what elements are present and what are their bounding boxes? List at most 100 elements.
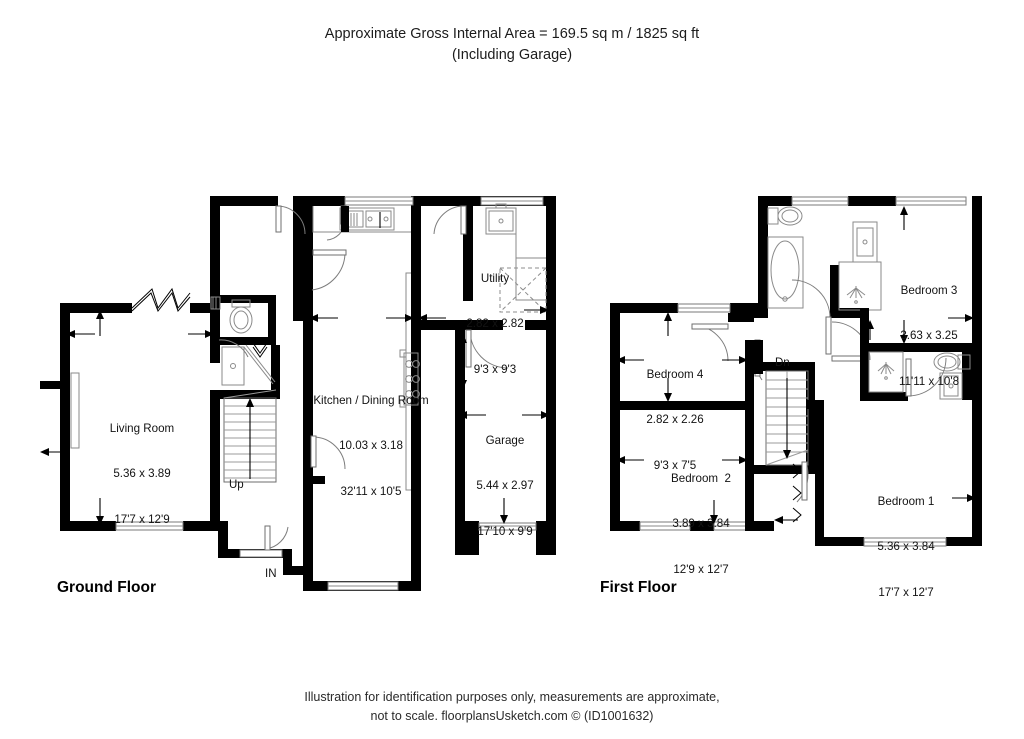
wall-bed4-right	[745, 340, 754, 402]
room-name-garage: Garage	[485, 433, 525, 447]
door-swing-hall-2	[252, 346, 268, 358]
room-imperial-bedroom-4: 9'3 x 7'5	[653, 459, 697, 473]
wall-bathroom-top-a	[758, 196, 792, 206]
room-imperial-bedroom-3: 11'11 x 10'8	[898, 375, 960, 389]
door-bedroom4	[691, 323, 729, 362]
wall-bed1-left	[815, 400, 824, 546]
wall-utility-bottom-b	[525, 320, 556, 330]
room-name-kitchen-dining: Kitchen / Dining Room	[313, 393, 429, 407]
room-metric-bedroom-3: 3.63 x 3.25	[900, 329, 958, 343]
fixture-bathroom-basin	[852, 221, 878, 263]
wall-kitchen-right-lower	[411, 326, 421, 591]
plan-title-line2: (Including Garage)	[451, 47, 573, 64]
wall-ff-bot-b	[690, 521, 714, 531]
room-label-garage: Garage 5.44 x 2.97 17'10 x 9'9	[445, 402, 565, 570]
wall-utility-left	[463, 196, 473, 301]
window-bedroom1-bottom	[863, 537, 947, 547]
bifold-doors-living	[131, 287, 191, 313]
wall-bathroom-nib	[862, 196, 872, 206]
room-metric-utility: 2.82 x 2.82	[466, 317, 524, 331]
window-bathroom-top	[791, 196, 849, 206]
wall-ff-top-left	[610, 303, 678, 313]
wall-kitchen-left-upper	[303, 196, 313, 326]
fixture-bathroom-toilet	[767, 206, 803, 226]
room-metric-bedroom-2: 3.89 x 3.84	[672, 517, 730, 531]
wall-hall-partition	[293, 196, 303, 321]
room-imperial-bedroom-1: 17'7 x 12'7	[878, 586, 934, 600]
utility-sink	[485, 203, 517, 235]
wall-porch-left	[218, 521, 228, 557]
door-utility-kitchen	[433, 205, 467, 235]
room-metric-kitchen-dining: 10.03 x 3.18	[339, 439, 403, 453]
wall-kitchen-top-b	[413, 196, 463, 206]
garage-door	[478, 522, 537, 531]
wall-living-right-upper	[210, 303, 220, 363]
wall-bed3-left	[860, 308, 869, 352]
utility-counter	[515, 234, 546, 301]
wall-living-right-lower	[210, 390, 220, 531]
wall-landing-right	[806, 362, 815, 474]
kitchen-counter-top	[312, 206, 411, 233]
wall-landing-left-a	[754, 340, 763, 374]
wall-garage-bot-right	[536, 521, 556, 555]
wall-ff-left	[610, 303, 620, 531]
wall-landing-top	[763, 362, 815, 371]
window-bedroom2-bottom-a	[639, 521, 691, 531]
wall-shower-ff-left	[830, 265, 839, 318]
room-imperial-garage: 17'10 x 9'9	[477, 525, 533, 539]
window-utility-top	[480, 196, 544, 206]
fixture-ensuite-shower	[868, 351, 904, 393]
room-label-bedroom-4: Bedroom 4 2.82 x 2.26 9'3 x 7'5	[619, 336, 731, 504]
floor-title-first: First Floor	[600, 579, 677, 596]
wall-bed3-top-nib	[886, 196, 896, 206]
wall-external-stub-left	[40, 381, 62, 389]
wall-wc-right	[268, 295, 276, 345]
wall-ensuite-bottom	[860, 392, 908, 401]
shower-screen	[243, 346, 274, 385]
shower-screen-2	[245, 344, 276, 383]
wall-front-step	[283, 566, 313, 575]
room-label-living-room: Living Room 5.36 x 3.89 17'7 x 12'9	[67, 390, 217, 558]
wall-bed1-left-nib	[806, 400, 824, 409]
window-kitchen-bottom	[327, 581, 399, 591]
door-swing-hall	[252, 342, 268, 354]
wall-ensuite-right-inner	[962, 352, 972, 400]
wall-bed3-bottom	[860, 343, 972, 352]
door-hall-top	[275, 205, 306, 235]
wall-wc-mid	[218, 337, 276, 345]
wall-wc-top	[220, 295, 276, 303]
wall-landing-bottom-left	[754, 465, 774, 474]
door-bedroom1	[796, 461, 809, 503]
wall-hall-top-a	[210, 196, 278, 206]
wall-bed4-nib	[728, 313, 754, 322]
wall-kitchen-left-lower	[303, 481, 313, 591]
room-metric-bedroom-1: 5.36 x 3.84	[877, 540, 935, 554]
wall-kitchen-nib	[341, 206, 349, 232]
dimension-arrows-first	[616, 206, 976, 524]
door-bathroom	[791, 279, 832, 355]
room-name-bedroom-1: Bedroom 1	[877, 494, 935, 508]
wall-garage-right	[546, 320, 556, 555]
wall-kitchen-right-upper	[411, 196, 421, 326]
wall-living-bot-right	[183, 521, 218, 531]
plan-title-line1: Approximate Gross Internal Area = 169.5 …	[324, 26, 700, 42]
fixture-shower-ff	[838, 261, 882, 311]
room-imperial-bedroom-2: 12'9 x 12'7	[673, 563, 729, 577]
front-door	[239, 525, 289, 558]
plan-footer: Illustration for identification purposes…	[0, 688, 1024, 726]
wall-bed4-bed2-divide	[620, 401, 754, 410]
wall-bed1-bottom-a	[824, 537, 864, 546]
wall-garage-top-left	[421, 320, 463, 330]
room-name-living-room: Living Room	[109, 421, 175, 435]
door-ensuite	[905, 357, 947, 397]
room-name-utility: Utility	[480, 271, 510, 285]
wall-bathroom-bot-left	[742, 308, 768, 318]
wall-bathroom-left	[758, 196, 768, 318]
wall-kitchen-nib2	[303, 476, 325, 484]
window-living-bottom	[115, 521, 184, 531]
dimension-arrows-ground	[40, 212, 550, 525]
entrance-label: IN	[265, 568, 277, 580]
wall-living-bot-left	[60, 521, 116, 531]
room-imperial-utility: 9'3 x 9'3	[473, 363, 517, 377]
wall-bed2-right	[745, 410, 754, 531]
